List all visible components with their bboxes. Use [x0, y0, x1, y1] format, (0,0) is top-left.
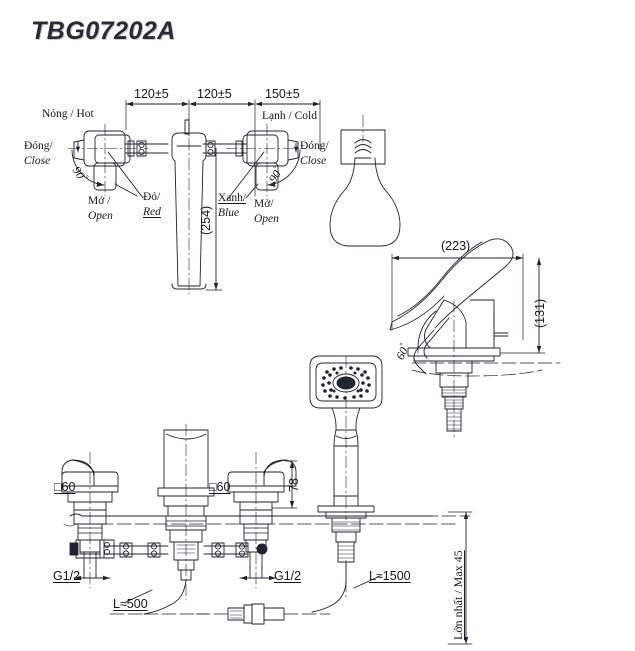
hot-open-leader: [114, 183, 138, 197]
dimension-78: 78: [287, 478, 301, 492]
label-close-left-line2: Close: [24, 155, 51, 167]
label-blue-line2: Blue: [218, 207, 240, 219]
hot-valve-top: [67, 123, 149, 197]
spout-front: [157, 423, 215, 601]
handshower-front-view: [271, 355, 383, 563]
label-red-line2: Red: [143, 206, 161, 218]
hose-length-1500: L≈1500: [369, 569, 411, 583]
label-hot: Nóng / Hot: [42, 108, 94, 120]
dimension-square-60-right: □60: [209, 480, 231, 494]
cold-open-leader: [245, 183, 259, 199]
dimension-120-left: 120±5: [134, 87, 169, 101]
label-close-left-line1: Đóng/: [24, 140, 53, 152]
blue-leader: [226, 151, 265, 201]
hot-handle-front: [61, 451, 119, 589]
hot-valve-angle-arc: [71, 149, 105, 187]
dimension-131: (131): [533, 298, 547, 328]
dimension-223: (223): [441, 239, 471, 253]
dimension-254: [205, 147, 223, 291]
flexible-hose-1500: [311, 559, 381, 613]
flexible-hose-500: [109, 579, 209, 615]
thread-g12-left: G1/2: [53, 569, 81, 583]
handshower-side-view: [389, 238, 561, 441]
top-dimension-chain: [125, 99, 321, 197]
label-close-right-line1: Đóng/: [300, 140, 329, 152]
hose-500-leader: [125, 589, 153, 603]
label-cold: Lạnh / Cold: [262, 110, 317, 122]
dimension-120-right: 120±5: [197, 87, 232, 101]
label-blue-line1: Xanh/: [218, 192, 247, 204]
deck-thickness-dimension: [447, 511, 473, 645]
valve-connecting-tube-right: [202, 140, 247, 157]
spout-body-top: [171, 117, 207, 295]
label-open-right-line2: Open: [254, 213, 279, 225]
diverter-spout-elevation: [329, 114, 401, 247]
label-open-left-line2: Open: [88, 210, 113, 222]
label-close-right-line2: Close: [300, 155, 327, 167]
dimension-150: 150±5: [265, 87, 300, 101]
thread-g12-right: G1/2: [274, 569, 302, 583]
hose-connector-fitting: [195, 603, 331, 625]
cold-handle-front: [227, 451, 297, 589]
label-open-left-line1: Mở /: [88, 195, 111, 207]
dimension-254: (254): [199, 205, 213, 235]
label-open-right-line1: Mở/: [254, 198, 274, 210]
dimension-square-60-left: □60: [54, 480, 76, 494]
cold-valve-angle-arc: [267, 149, 301, 187]
deck-max-thickness: Lớn nhất / Max 45: [451, 550, 465, 640]
valve-connecting-tube-left: [124, 140, 169, 157]
hot-underdeck-body: [69, 539, 115, 559]
cold-valve-top: [225, 123, 307, 197]
label-red-line1: Đỏ/: [143, 191, 161, 203]
page-title: TBG07202A: [31, 17, 176, 45]
hose-length-500: L≈500: [113, 597, 148, 611]
red-leader: [107, 151, 144, 199]
underdeck-manifold: [103, 542, 249, 558]
